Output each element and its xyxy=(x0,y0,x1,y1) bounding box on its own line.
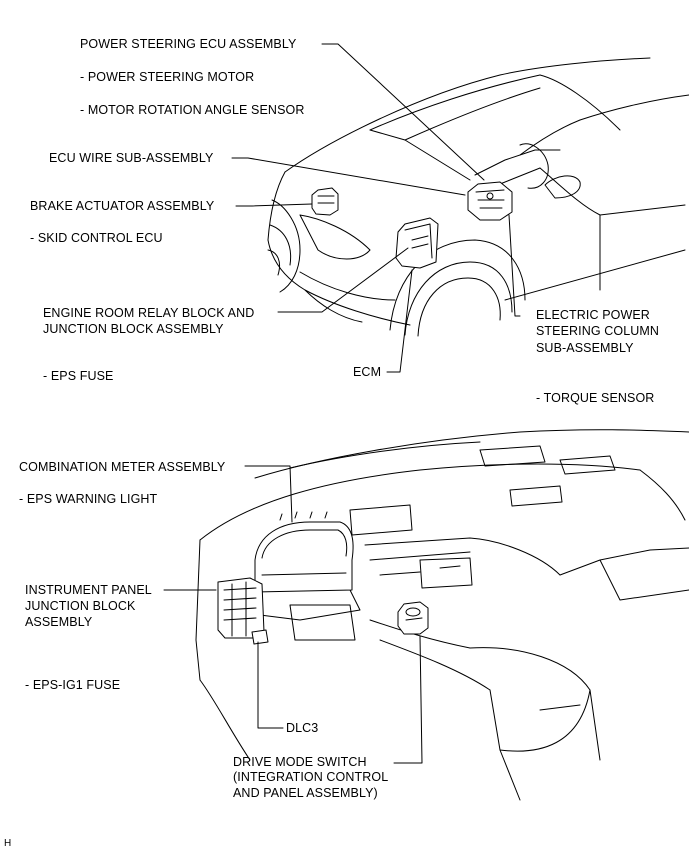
dashboard-drawing xyxy=(195,429,689,801)
eps-ig1-fuse-label: - EPS-IG1 FUSE xyxy=(25,678,121,692)
eps-warning-light-label: - EPS WARNING LIGHT xyxy=(19,492,158,506)
instrument-panel-jb-drawing xyxy=(217,577,265,639)
dlc3-drawing xyxy=(251,629,269,645)
drive-mode-switch-label-line2: (INTEGRATION CONTROL xyxy=(233,770,389,784)
ecu-wire-label: ECU WIRE SUB-ASSEMBLY xyxy=(49,151,214,165)
ecm-drawing xyxy=(395,217,439,269)
brake-actuator-drawing xyxy=(311,187,339,216)
power-steering-motor-label: - POWER STEERING MOTOR xyxy=(80,70,255,84)
motor-rotation-angle-sensor-label: - MOTOR ROTATION ANGLE SENSOR xyxy=(80,103,305,117)
drive-mode-switch-label-line1: DRIVE MODE SWITCH xyxy=(233,755,367,769)
ecm-label: ECM xyxy=(353,365,382,379)
dlc3-label: DLC3 xyxy=(286,721,319,735)
corner-mark: H xyxy=(4,838,12,849)
leader-lines-bottom xyxy=(163,465,423,764)
drive-mode-switch-drawing xyxy=(397,601,429,635)
torque-sensor-label: - TORQUE SENSOR xyxy=(536,391,655,405)
leader-lines-top xyxy=(231,43,521,373)
skid-control-ecu-label: - SKID CONTROL ECU xyxy=(30,231,163,245)
instrument-panel-jb-label-line1: INSTRUMENT PANEL xyxy=(25,583,152,597)
eps-column-label-line3: SUB-ASSEMBLY xyxy=(536,341,634,355)
drive-mode-switch-label-line3: AND PANEL ASSEMBLY) xyxy=(233,786,378,800)
eps-column-label-line2: STEERING COLUMN xyxy=(536,324,660,338)
combination-meter-drawing xyxy=(254,511,354,593)
engine-room-relay-label-line1: ENGINE ROOM RELAY BLOCK AND xyxy=(43,306,255,320)
eps-column-label-line1: ELECTRIC POWER xyxy=(536,308,650,322)
power-steering-ecu-label: POWER STEERING ECU ASSEMBLY xyxy=(80,37,297,51)
combination-meter-label: COMBINATION METER ASSEMBLY xyxy=(19,460,226,474)
power-steering-ecu-drawing xyxy=(467,181,513,221)
eps-fuse-label: - EPS FUSE xyxy=(43,369,114,383)
instrument-panel-jb-label-line3: ASSEMBLY xyxy=(25,615,93,629)
brake-actuator-label: BRAKE ACTUATOR ASSEMBLY xyxy=(30,199,215,213)
instrument-panel-jb-label-line2: JUNCTION BLOCK xyxy=(25,599,136,613)
car-exterior-drawing xyxy=(267,57,689,337)
engine-room-relay-label-line2: JUNCTION BLOCK ASSEMBLY xyxy=(43,322,224,336)
